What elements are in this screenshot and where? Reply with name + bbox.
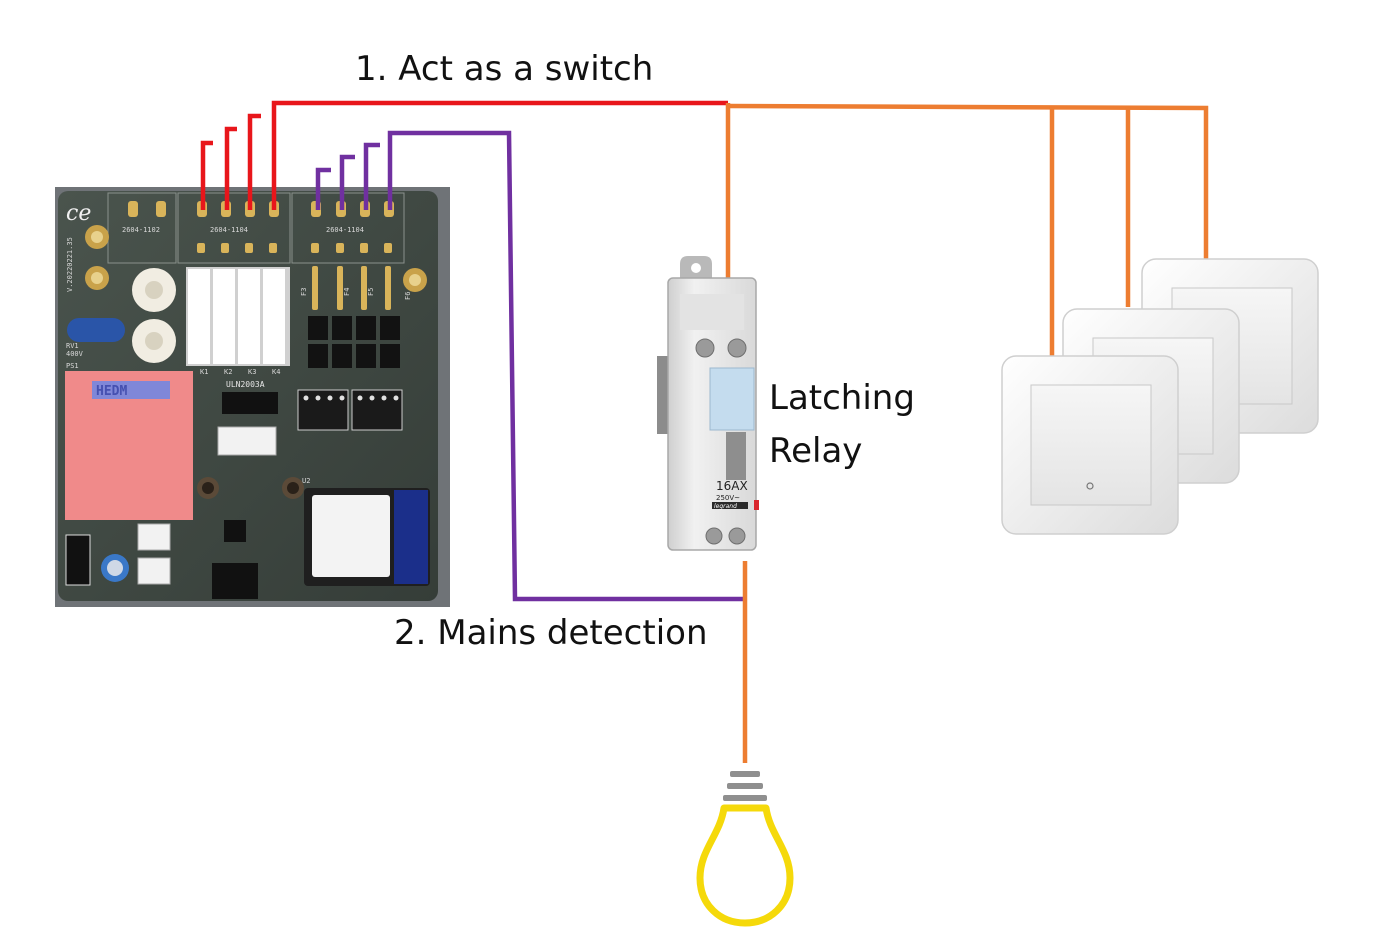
connector-j2-label: 2604-1102 [122,226,160,234]
psu-brand: HEDM [96,384,127,399]
svg-text:ce: ce [66,201,91,226]
connector-j10-label: 2604-1104 [210,226,248,234]
fuse-f3-label: F3 [300,288,308,296]
relay-rating: 16AX [716,479,748,493]
latching-relay-icon: 16AX 250V~ legrand [657,256,759,550]
pcb-board-icon: ce V.20220221.35 2604-1102 2604-1104 260… [55,187,450,607]
latching-relay-label-line1: Latching [769,380,915,417]
relay-k4-label: K4 [272,368,280,376]
fuse-f6-label: F6 [404,292,412,300]
fuse-f5-label: F5 [367,288,375,296]
wall-switch-icon [1002,259,1318,534]
light-bulb-icon [700,771,790,923]
varistor-rating: 400V [66,350,84,358]
relay-k1-label: K1 [200,368,208,376]
psu-label: PS1 [66,362,79,370]
act-as-switch-label: 1. Act as a switch [355,51,653,88]
connector-j12-label: 2604-1104 [326,226,364,234]
relay-k2-label: K2 [224,368,232,376]
driver-ic-label: ULN2003A [226,380,265,389]
pcb-version: V.20220221.35 [66,237,74,292]
varistor-label: RV1 [66,342,79,350]
relay-brand: legrand [714,503,737,510]
relay-bank [186,267,290,366]
module-label: U2 [302,477,310,485]
relay-voltage: 250V~ [716,494,740,502]
fuse-f4-label: F4 [343,288,351,296]
mains-detection-label: 2. Mains detection [394,615,708,652]
relay-k3-label: K3 [248,368,256,376]
latching-relay-label-line2: Relay [769,433,862,470]
